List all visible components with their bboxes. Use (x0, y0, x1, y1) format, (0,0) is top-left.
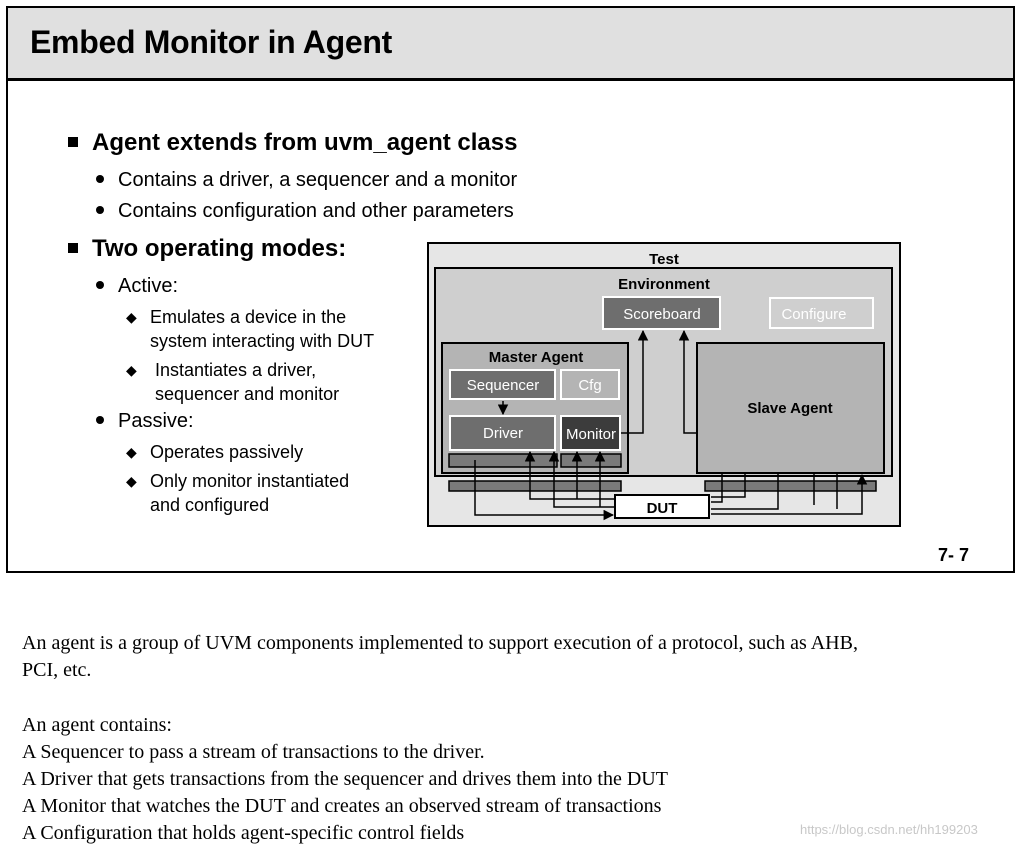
round-bullet-icon (96, 280, 104, 289)
round-bullet-icon (96, 415, 104, 424)
bullet-agent-extends: Agent extends from uvm_agent class (68, 129, 517, 157)
cfg-box (560, 369, 620, 400)
driver-label: Driver (483, 425, 523, 442)
notes-line-4: A Sequencer to pass a stream of transact… (22, 741, 485, 763)
uvm-agent-diagram: Test Environment Scoreboard Configure Ma… (427, 242, 901, 527)
slave-wire-2 (711, 473, 746, 498)
environment-label: Environment (618, 276, 710, 293)
driver-box (449, 415, 556, 451)
master-bus-bar (448, 480, 622, 492)
monitor-box (560, 415, 621, 451)
sequencer-box (449, 369, 556, 400)
notes-line-6: A Monitor that watches the DUT and creat… (22, 795, 662, 817)
diamond-bullet-icon: ◆ (126, 473, 137, 489)
master-wire-dut-to-driver (524, 450, 615, 500)
slave-wire-4 (711, 473, 868, 515)
bullet-active: Active: (96, 275, 178, 298)
notes-line-7: A Configuration that holds agent-specifi… (22, 822, 465, 844)
notes-line-1: An agent is a group of UVM components im… (22, 632, 858, 654)
cfg-label: Cfg (578, 377, 601, 394)
slave-wire-1 (711, 473, 723, 503)
slave-wire-3 (711, 473, 779, 510)
slide-header: Embed Monitor in Agent (8, 8, 1013, 81)
square-bullet-icon (68, 136, 78, 147)
slave-agent-box (696, 342, 885, 474)
diamond-bullet-icon: ◆ (126, 362, 137, 378)
configure-label: Configure (781, 306, 846, 323)
square-bullet-icon (68, 242, 78, 253)
master-driver-interface (448, 453, 558, 468)
monitor-label: Monitor (566, 426, 616, 443)
slave-to-scoreboard-arrow (678, 329, 697, 434)
round-bullet-icon (96, 205, 104, 214)
notes-line-5: A Driver that gets transactions from the… (22, 768, 668, 790)
slide-title: Embed Monitor in Agent (30, 24, 392, 60)
scoreboard-label: Scoreboard (623, 306, 701, 323)
diamond-bullet-icon: ◆ (126, 444, 137, 460)
slave-agent-label: Slave Agent (747, 400, 832, 417)
bullet-passive: Passive: (96, 410, 194, 433)
slave-bus-bar (704, 480, 877, 492)
master-wire-dut-to-driver-2 (548, 450, 615, 508)
master-monitor-interface (560, 453, 622, 468)
page-number: 7- 7 (938, 545, 970, 565)
configure-box (769, 297, 874, 329)
sequencer-label: Sequencer (467, 377, 540, 394)
bullet-contains-config: Contains configuration and other paramet… (96, 200, 514, 223)
watermark: https://blog.csdn.net/hh199203 (800, 822, 978, 837)
master-agent-label: Master Agent (489, 349, 583, 366)
bullet-two-modes: Two operating modes: (68, 235, 346, 263)
test-label: Test (649, 251, 679, 268)
notes-line-2: PCI, etc. (22, 659, 92, 681)
notes-line-3: An agent contains: (22, 714, 172, 736)
dut-label: DUT (647, 500, 678, 517)
round-bullet-icon (96, 174, 104, 183)
master-wire-driver-to-dut (474, 460, 615, 521)
diamond-bullet-icon: ◆ (126, 309, 137, 325)
monitor-to-scoreboard-arrow (621, 329, 649, 434)
scoreboard-box (602, 296, 721, 330)
bullet-contains-driver: Contains a driver, a sequencer and a mon… (96, 169, 517, 192)
